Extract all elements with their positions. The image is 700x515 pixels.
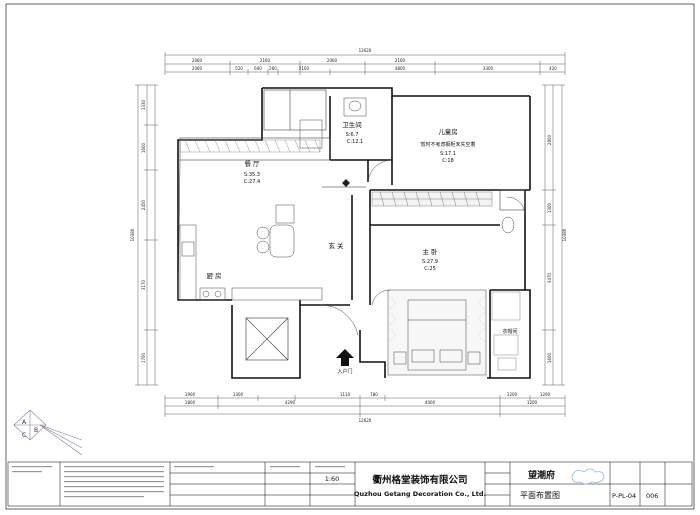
- scale-label: 1:60: [325, 475, 340, 483]
- compass-marker-icon: [322, 179, 366, 188]
- dim-top-r2-8: 420: [549, 66, 557, 71]
- bottom-dimensions: [164, 395, 566, 417]
- master-name: 主 卧: [422, 247, 438, 256]
- dining-name: 餐 厅: [244, 159, 260, 168]
- company-name-cn: 衢州格堂装饰有限公司: [372, 474, 467, 486]
- dim-right-4: 1600: [547, 352, 552, 363]
- wardrobe-kids: [371, 191, 493, 207]
- dim-right-2: 1300: [547, 202, 552, 213]
- dim-top-r2-1: 2060: [192, 66, 203, 71]
- sheet-border: [5, 3, 695, 510]
- cloakroom-name: 衣帽间: [502, 328, 517, 335]
- left-dimensions: [135, 84, 158, 386]
- title-block-notes: [12, 466, 345, 498]
- company-name-en: Quzhou Getang Decoration Co., Ltd.: [354, 490, 486, 498]
- dim-left-3: 2450: [141, 199, 146, 210]
- dim-left-4: 3170: [141, 279, 146, 290]
- dim-bottom-3: 1110: [340, 392, 351, 397]
- kids-room-name: 儿童房: [438, 127, 458, 136]
- dim-left-2: 1600: [141, 142, 146, 153]
- company-logo: [13, 409, 83, 456]
- dim-top-total: 12620: [359, 48, 372, 53]
- dim-bottom-total: 12620: [359, 418, 372, 423]
- dining-area: S:35.3: [244, 172, 260, 178]
- right-dimensions: [542, 84, 565, 386]
- title-block: [7, 461, 693, 507]
- master-tv-wall: [491, 291, 521, 371]
- dim-top-3: 2060: [327, 58, 338, 63]
- sheet-code: P-PL-04: [612, 492, 636, 500]
- balcony-box: [245, 317, 289, 361]
- entrance-door-label: 入户门: [337, 368, 352, 375]
- dim-bottom-1: 1900: [185, 392, 196, 397]
- bathroom-area: S:6.7: [346, 132, 359, 138]
- dim-bottom-r2-3: 4000: [425, 400, 436, 405]
- bathroom-name: 卫生间: [342, 120, 362, 129]
- dim-left-total: 10380: [130, 228, 135, 241]
- dim-top-r2-2: 520: [235, 66, 243, 71]
- master-area: S:27.9: [422, 259, 438, 265]
- kids-room-perimeter: C:18: [442, 158, 454, 164]
- dim-bottom-2: 1300: [233, 392, 244, 397]
- logo-letter-a: A: [22, 419, 27, 426]
- dim-top-1: 2060: [192, 58, 203, 63]
- doors: [319, 159, 526, 336]
- logo-letter-c: C: [22, 432, 26, 439]
- top-dimensions: [164, 52, 566, 75]
- dim-top-r2-4: 260: [269, 66, 277, 71]
- dim-bottom-r2-2: 4290: [285, 400, 296, 405]
- dim-top-4: 2160: [395, 58, 406, 63]
- master-bed: [387, 289, 487, 376]
- dim-bottom-r2-4: 1200: [527, 400, 538, 405]
- dim-top-r2-5: 2160: [299, 66, 310, 71]
- dim-top-2: 2160: [260, 58, 271, 63]
- kids-room-note: 暂时不考虑橱柜未先空着: [420, 141, 475, 148]
- bathroom-fixtures: [299, 97, 515, 234]
- bathroom-perimeter: C:12.1: [347, 139, 363, 145]
- dim-right-3: 3470: [547, 272, 552, 283]
- dim-bottom-4: 780: [370, 392, 378, 397]
- dim-right-total: 10380: [562, 228, 567, 241]
- dim-top-r2-3: 600: [254, 66, 262, 71]
- dim-top-r2-7: 3300: [483, 66, 494, 71]
- dim-left-1: 1330: [141, 99, 146, 110]
- project-name: 望潮府: [528, 469, 555, 481]
- cabinet-strip-dining: [179, 139, 321, 153]
- dining-perimeter: C:27.4: [244, 179, 260, 185]
- kitchen-name: 厨 房: [206, 271, 221, 280]
- dim-bottom-6: 1200: [540, 392, 551, 397]
- entry-name: 玄 关: [328, 241, 344, 250]
- logo-letter-b: B: [34, 427, 38, 434]
- dim-left-5: 1700: [141, 352, 146, 363]
- dim-bottom-r2-1: 1800: [185, 400, 196, 405]
- kitchen-fixtures: [179, 224, 323, 301]
- entrance-arrow-icon: [336, 349, 354, 366]
- kids-room-area: S:17.1: [440, 151, 456, 157]
- dim-top-r2-6: 4800: [395, 66, 406, 71]
- dim-bottom-5: 1200: [507, 392, 518, 397]
- dining-table: [256, 204, 295, 258]
- cloud-icon: [571, 468, 605, 485]
- sheet-number: 006: [646, 492, 658, 500]
- rug-pattern: [387, 294, 487, 344]
- sheet-title: 平面布置图: [520, 490, 560, 500]
- master-perimeter: C:25: [424, 266, 436, 272]
- dim-right-1: 2800: [547, 134, 552, 145]
